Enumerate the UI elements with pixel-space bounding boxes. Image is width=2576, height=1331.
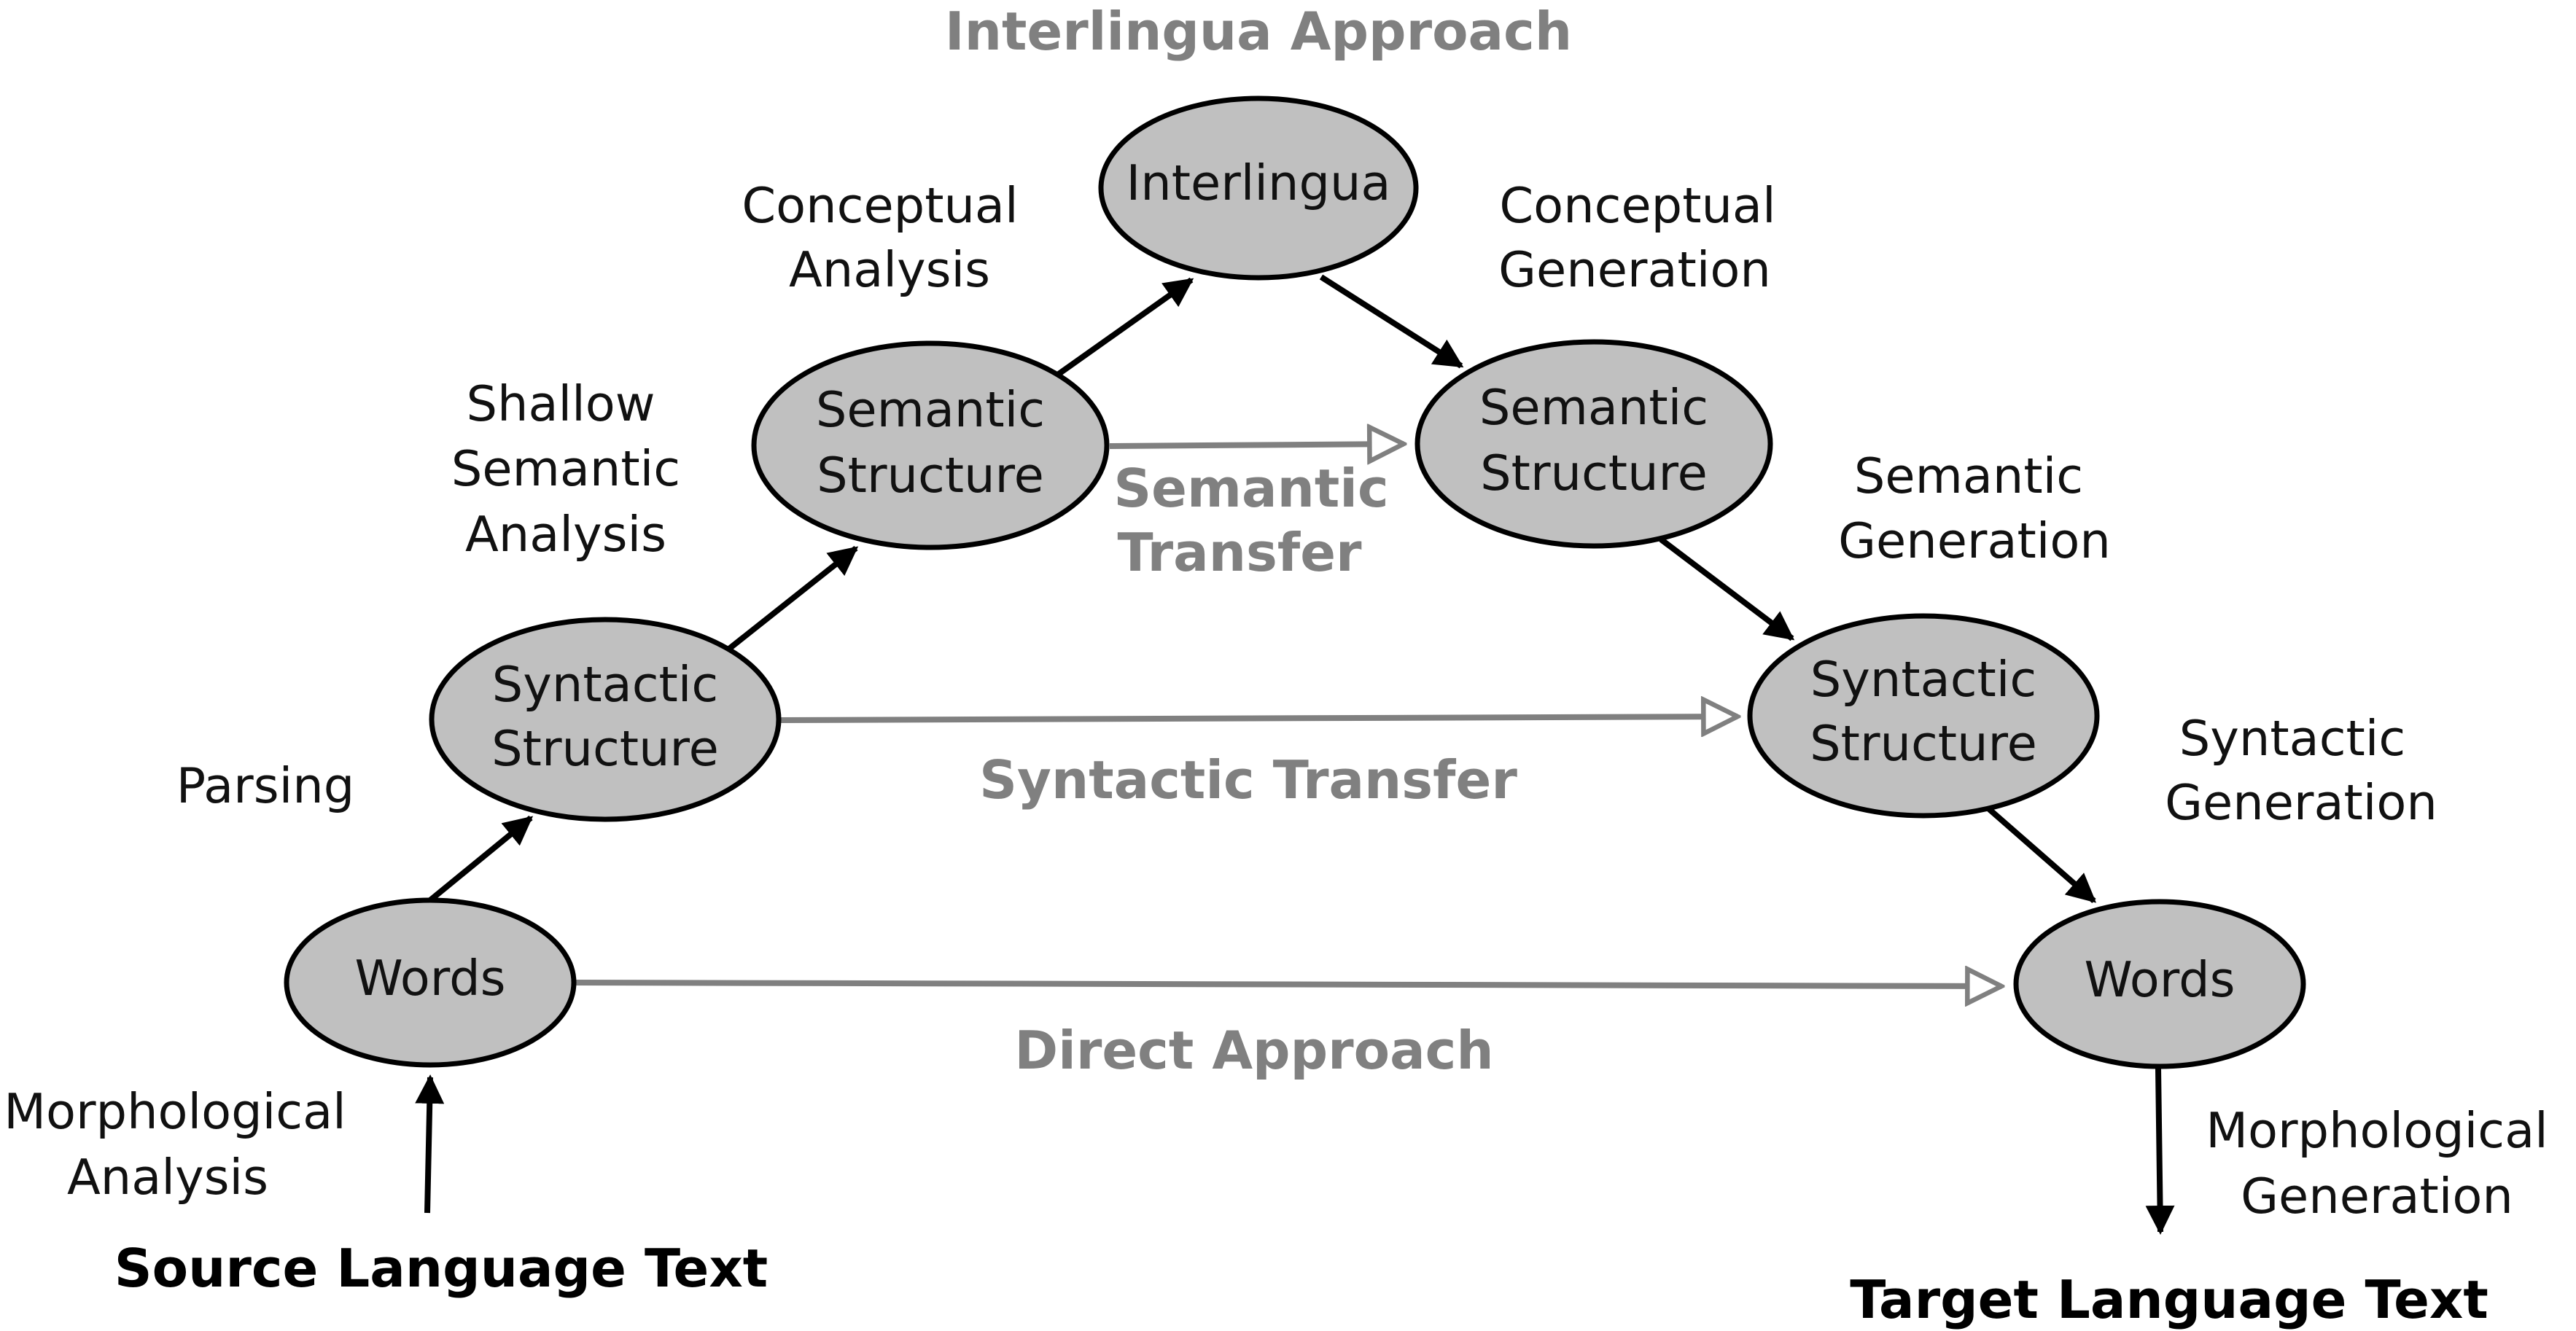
direct-transfer-arrow	[573, 983, 2001, 986]
interlingua-node: Interlingua	[1098, 95, 1419, 281]
interlingua-approach-label: Interlingua Approach	[945, 1, 1572, 62]
target-words-node: Words	[2013, 899, 2306, 1069]
morphological-generation-arrow	[2145, 1068, 2175, 1235]
target-syntactic-structure-node: Syntactic Structure	[1747, 613, 2100, 819]
target-semantic-structure-node: Semantic Structure	[1415, 339, 1773, 549]
syntactic-generation-label-line2: Generation	[2165, 774, 2437, 831]
morphological-generation-label-line2: Generation	[2241, 1168, 2513, 1225]
shallow-semantic-analysis-label-line2: Semantic	[451, 440, 680, 497]
shallow-semantic-analysis-label-line3: Analysis	[465, 506, 666, 563]
source-syntactic-structure-node: Syntactic Structure	[429, 617, 782, 822]
target-syntactic-label-line2: Structure	[1810, 715, 2037, 772]
shallow-semantic-analysis-arrow	[727, 545, 859, 652]
source-syntactic-label-line1: Syntactic	[492, 656, 719, 713]
conceptual-analysis-label-line2: Analysis	[789, 241, 990, 298]
semantic-transfer-arrow	[1109, 444, 1404, 446]
syntactic-generation-arrow	[1987, 806, 2097, 904]
conceptual-analysis-arrow	[1057, 277, 1194, 377]
conceptual-analysis-label-line1: Conceptual	[742, 177, 1018, 234]
source-semantic-label-line1: Semantic	[816, 381, 1045, 438]
semantic-generation-label-line2: Generation	[1838, 512, 2111, 569]
morphological-generation-label-line1: Morphological	[2206, 1102, 2548, 1159]
source-words-label: Words	[354, 950, 505, 1007]
syntactic-generation-label-line1: Syntactic	[2179, 710, 2406, 767]
source-language-text-label: Source Language Text	[114, 1238, 768, 1299]
morphological-analysis-arrow	[415, 1074, 445, 1214]
semantic-generation-arrow	[1659, 536, 1795, 641]
target-semantic-label-line2: Structure	[1480, 445, 1708, 501]
semantic-transfer-label-line2: Transfer	[1117, 522, 1362, 583]
source-words-node: Words	[284, 897, 577, 1068]
source-semantic-structure-node: Semantic Structure	[751, 340, 1110, 550]
target-words-label: Words	[2084, 951, 2235, 1008]
conceptual-generation-label-line2: Generation	[1498, 241, 1771, 298]
morphological-analysis-label-line1: Morphological	[4, 1083, 346, 1140]
conceptual-generation-arrow	[1319, 274, 1464, 369]
parsing-arrow	[428, 815, 534, 903]
shallow-semantic-analysis-label-line1: Shallow	[466, 375, 655, 432]
interlingua-node-label: Interlingua	[1126, 155, 1390, 211]
syntactic-transfer-label: Syntactic Transfer	[979, 749, 1517, 811]
conceptual-generation-label-line1: Conceptual	[1499, 177, 1775, 234]
source-semantic-label-line2: Structure	[817, 447, 1044, 504]
morphological-analysis-label-line2: Analysis	[67, 1149, 268, 1206]
target-semantic-label-line1: Semantic	[1479, 379, 1708, 436]
source-syntactic-label-line2: Structure	[491, 720, 719, 777]
parsing-label: Parsing	[176, 757, 355, 814]
direct-approach-label: Direct Approach	[1014, 1020, 1493, 1081]
target-language-text-label: Target Language Text	[1850, 1269, 2489, 1330]
semantic-transfer-label-line1: Semantic	[1113, 458, 1388, 519]
semantic-generation-label-line1: Semantic	[1854, 448, 2083, 504]
target-syntactic-label-line1: Syntactic	[1810, 651, 2037, 708]
syntactic-transfer-arrow	[778, 717, 1738, 720]
